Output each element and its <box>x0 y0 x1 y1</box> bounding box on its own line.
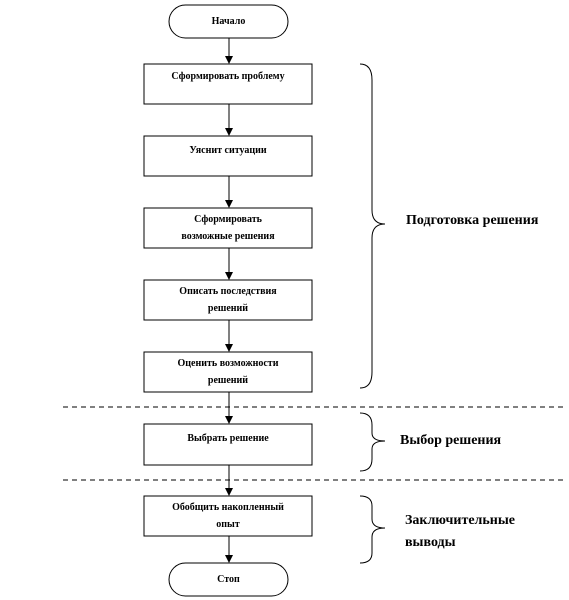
step-box-summarize-experience <box>143 495 313 537</box>
step-label-understand-situation: Уяснит ситуации <box>189 144 267 156</box>
group-label-preparation: Подготовка решения <box>406 213 539 228</box>
brace-conclusion <box>359 495 386 564</box>
start-label: Начало <box>211 16 246 27</box>
step-label-choose-solution: Выбрать решение <box>187 432 269 444</box>
brace-choice <box>359 412 386 472</box>
group-label-conclusion: Заключительные выводы <box>405 513 515 550</box>
step-label-formulate-problem: Сформировать проблему <box>171 70 285 82</box>
end-terminator <box>168 562 289 597</box>
step-label-formulate-solutions: Сформировать возможные решения <box>181 214 275 242</box>
step-label-describe-consequences: Описать последствия решений <box>179 286 277 314</box>
step-box-choose-solution <box>143 423 313 466</box>
brace-preparation <box>359 63 386 389</box>
step-box-describe-consequences <box>143 279 313 321</box>
step-label-summarize-experience: Обобщить накопленный опыт <box>172 502 284 530</box>
step-label-evaluate-options: Оценить возможности решений <box>177 358 279 386</box>
step-box-understand-situation <box>143 135 313 177</box>
step-box-formulate-problem <box>143 63 313 105</box>
step-box-formulate-solutions <box>143 207 313 249</box>
group-label-choice: Выбор решения <box>400 433 502 448</box>
end-label: Стоп <box>217 574 240 585</box>
step-box-evaluate-options <box>143 351 313 393</box>
